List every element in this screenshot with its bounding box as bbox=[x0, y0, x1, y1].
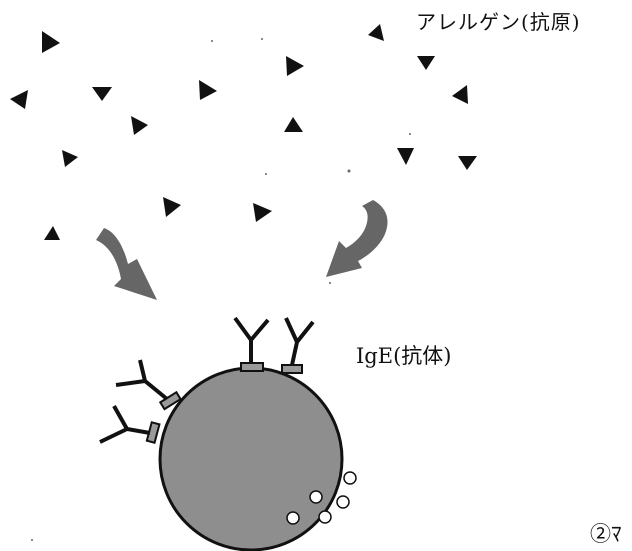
antibodies bbox=[99, 316, 315, 444]
receptor-top-1 bbox=[240, 362, 264, 372]
allergen-triangle-icon bbox=[417, 56, 435, 70]
granule bbox=[309, 490, 323, 504]
antibody-y-icon bbox=[233, 316, 270, 363]
allergen-triangle-icon bbox=[44, 226, 60, 240]
allergen-triangle-icon bbox=[253, 203, 272, 222]
allergen-triangle-icon bbox=[286, 56, 304, 76]
flow-arrows bbox=[96, 200, 388, 300]
allergen-triangle-icon bbox=[131, 116, 148, 135]
allergen-triangle-icon bbox=[284, 117, 303, 132]
granule bbox=[318, 510, 332, 524]
allergen-triangle-icon bbox=[42, 31, 60, 53]
granule bbox=[336, 495, 350, 509]
antibody-y-icon bbox=[115, 359, 169, 401]
mast-cell-body bbox=[158, 366, 344, 551]
allergen-label: アレルゲン(抗原) bbox=[416, 10, 581, 34]
allergen-triangle-icon bbox=[458, 156, 477, 170]
antibody-y-icon bbox=[99, 405, 151, 444]
allergen-triangle-icon bbox=[62, 150, 78, 167]
allergen-triangle-icon bbox=[10, 90, 28, 109]
allergen-triangle-icon bbox=[368, 24, 384, 41]
allergen-triangle-icon bbox=[452, 85, 468, 104]
receptor-left-1 bbox=[158, 390, 182, 411]
allergen-triangle-icon bbox=[163, 197, 181, 217]
curved-arrow-right-icon bbox=[326, 200, 388, 277]
antibody-y-icon bbox=[284, 317, 315, 366]
curved-arrow-left-icon bbox=[96, 228, 157, 300]
allergen-group bbox=[10, 24, 477, 240]
figure-number-label: ②ﾏ bbox=[590, 522, 622, 546]
speckles bbox=[31, 38, 411, 541]
receptor-top-2 bbox=[281, 364, 303, 374]
granule bbox=[286, 511, 300, 525]
antibody-label: IgE(抗体) bbox=[356, 344, 452, 368]
granules bbox=[286, 471, 357, 525]
allergen-triangle-icon bbox=[92, 87, 112, 101]
allergen-triangle-icon bbox=[199, 80, 217, 100]
allergen-triangle-icon bbox=[397, 148, 414, 165]
granule bbox=[343, 471, 357, 485]
